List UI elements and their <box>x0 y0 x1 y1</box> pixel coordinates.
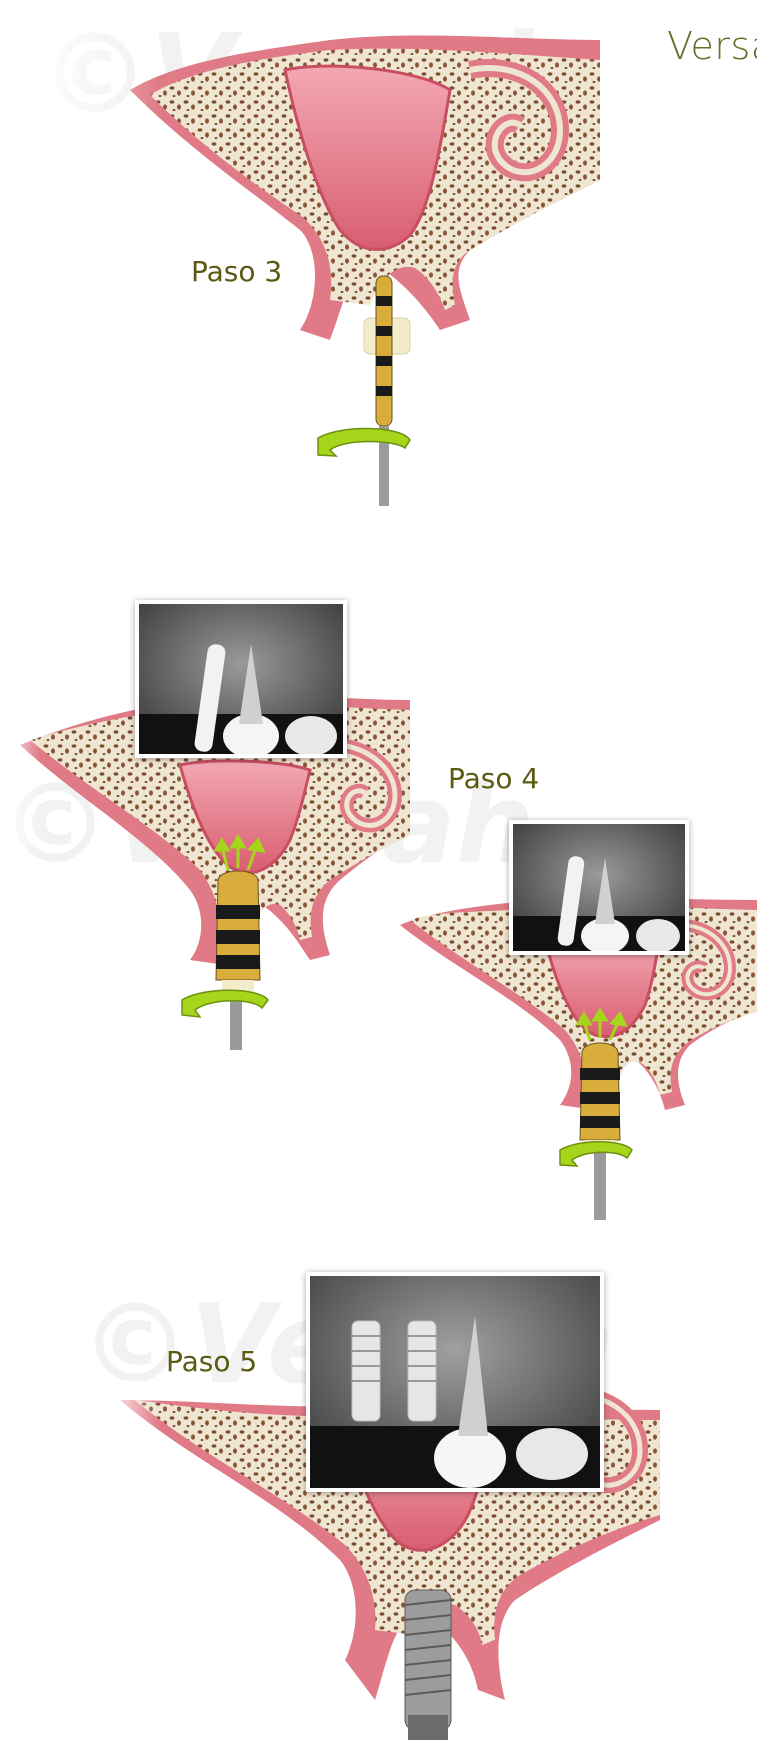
dental-implant <box>405 1590 451 1740</box>
step-label-paso-5: Paso 5 <box>166 1345 257 1378</box>
xray-image-paso-5 <box>306 1272 604 1492</box>
